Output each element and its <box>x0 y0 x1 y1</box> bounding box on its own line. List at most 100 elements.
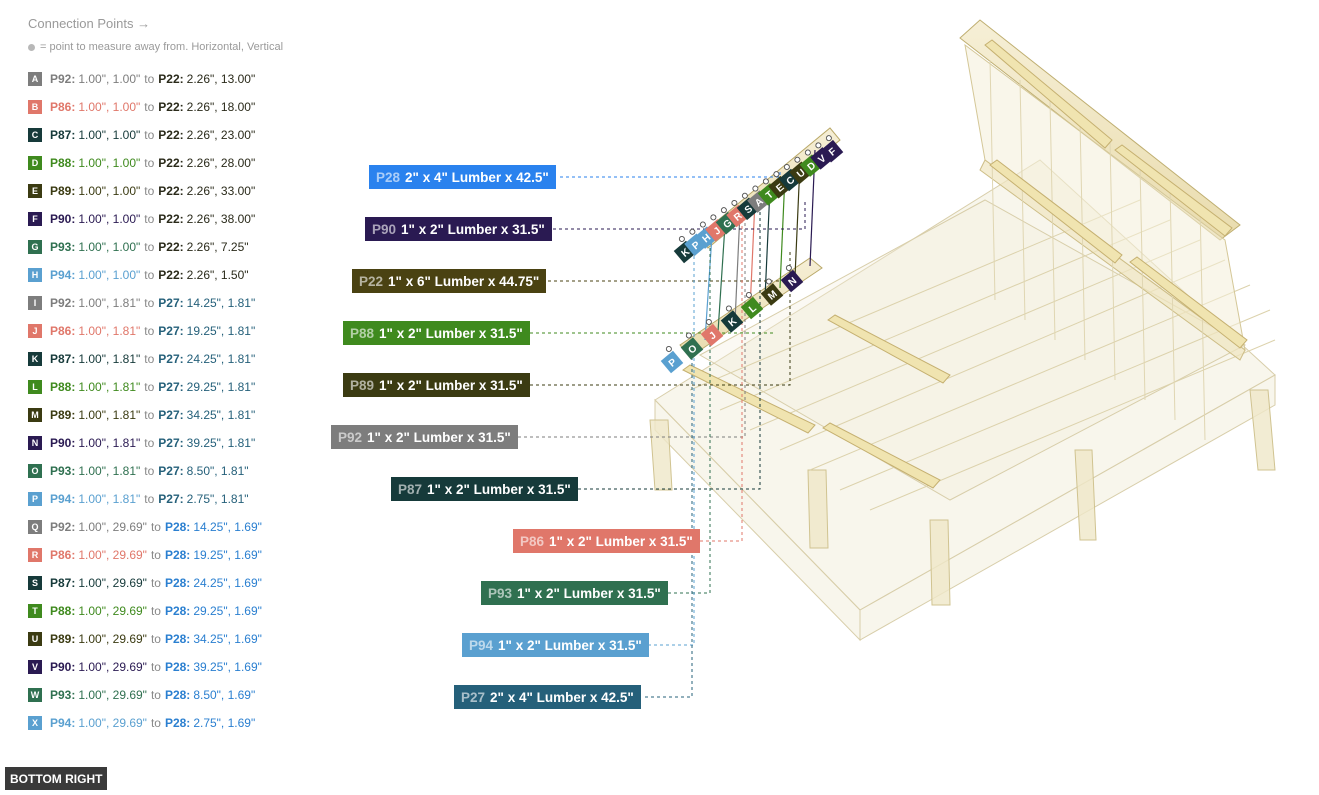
part-description: 1" x 2" Lumber x 31.5" <box>427 481 571 497</box>
connection-from-dims: 1.00", 1.00" <box>78 240 141 254</box>
connection-from-dims: 1.00", 29.69" <box>78 576 147 590</box>
connection-to-word: to <box>150 604 161 618</box>
connection-to-part: P28: <box>164 520 191 534</box>
legend-note: = point to measure away from. Horizontal… <box>28 41 348 53</box>
connection-marker-o: O <box>680 332 704 360</box>
measure-point-dot <box>783 163 790 170</box>
connection-to-dims: 24.25", 1.69" <box>193 576 262 590</box>
connection-marker-box <box>660 350 684 374</box>
connection-to-part: P22: <box>158 156 184 170</box>
measure-point-dot <box>678 235 685 242</box>
connection-to-dims: 2.75", 1.81" <box>186 492 249 506</box>
connection-from-dims: 1.00", 1.81" <box>78 464 141 478</box>
connection-to-part: P22: <box>158 184 184 198</box>
connection-key-badge: T <box>28 604 42 618</box>
connection-marker-box <box>780 269 804 293</box>
connection-to-word: to <box>144 464 155 478</box>
part-id: P86 <box>520 533 545 549</box>
connection-to-word: to <box>144 352 155 366</box>
connection-marker-m: M <box>760 278 784 306</box>
connection-key-badge: Q <box>28 520 42 534</box>
legend-title: Connection Points → <box>28 16 151 31</box>
connection-marker-box <box>740 296 764 320</box>
connection-from-dims: 1.00", 1.00" <box>78 212 141 226</box>
connection-key-badge: I <box>28 296 42 310</box>
measure-point-dot <box>762 178 769 185</box>
connection-to-dims: 2.26", 7.25" <box>186 240 249 254</box>
connection-to-dims: 39.25", 1.81" <box>186 436 256 450</box>
connection-to-word: to <box>144 492 155 506</box>
measure-point-dot <box>773 171 780 178</box>
measure-point-dot <box>699 221 706 228</box>
connection-marker-label: J <box>712 226 723 238</box>
connection-to-dims: 19.25", 1.81" <box>186 324 256 338</box>
connection-key-badge: V <box>28 660 42 674</box>
part-description: 1" x 2" Lumber x 31.5" <box>379 325 523 341</box>
connection-marker-box <box>820 139 844 163</box>
connection-to-part: P27: <box>158 408 184 422</box>
connection-from-dims: 1.00", 29.69" <box>78 660 147 674</box>
connection-to-word: to <box>144 324 155 338</box>
view-bottom-right-button[interactable]: BOTTOM RIGHT <box>5 767 108 790</box>
connection-to-dims: 2.26", 18.00" <box>186 100 256 114</box>
measure-point-dot <box>815 142 822 149</box>
connection-to-part: P22: <box>158 128 184 142</box>
connection-marker-box <box>700 323 724 347</box>
measure-point-dot <box>785 264 792 271</box>
connection-marker-k: K <box>720 305 744 333</box>
part-description: 2" x 4" Lumber x 42.5" <box>405 169 549 185</box>
connection-to-word: to <box>150 660 161 674</box>
connection-from-part: P87: <box>50 128 76 142</box>
connection-to-part: P27: <box>158 324 184 338</box>
part-description: 1" x 2" Lumber x 31.5" <box>549 533 693 549</box>
connection-to-dims: 39.25", 1.69" <box>193 660 262 674</box>
part-description: 1" x 6" Lumber x 44.75" <box>388 273 540 289</box>
measure-point-dot <box>752 185 759 192</box>
connection-from-part: P87: <box>50 352 76 366</box>
legend-note-text: = point to measure away from. Horizontal… <box>40 41 284 53</box>
connection-marker-box <box>720 310 744 333</box>
connection-key-badge: W <box>28 688 42 702</box>
connection-from-part: P94: <box>50 716 76 730</box>
measure-point-dot <box>825 135 832 142</box>
connection-to-dims: 24.25", 1.81" <box>186 352 256 366</box>
connection-from-part: P90: <box>50 660 76 674</box>
connection-from-dims: 1.00", 1.81" <box>78 408 141 422</box>
connection-to-word: to <box>150 716 161 730</box>
connection-to-dims: 2.26", 33.00" <box>186 184 256 198</box>
part-id: P94 <box>469 637 494 653</box>
connection-to-part: P27: <box>158 492 184 506</box>
connection-key-badge: F <box>28 212 42 226</box>
connection-key-badge: U <box>28 632 42 646</box>
connection-from-part: P93: <box>50 240 76 254</box>
connection-from-part: P87: <box>50 576 76 590</box>
part-id: P87 <box>398 481 423 497</box>
connection-from-dims: 1.00", 1.81" <box>78 324 141 338</box>
connection-from-dims: 1.00", 1.00" <box>78 184 141 198</box>
part-id: P22 <box>359 273 384 289</box>
connection-from-dims: 1.00", 29.69" <box>78 604 147 618</box>
